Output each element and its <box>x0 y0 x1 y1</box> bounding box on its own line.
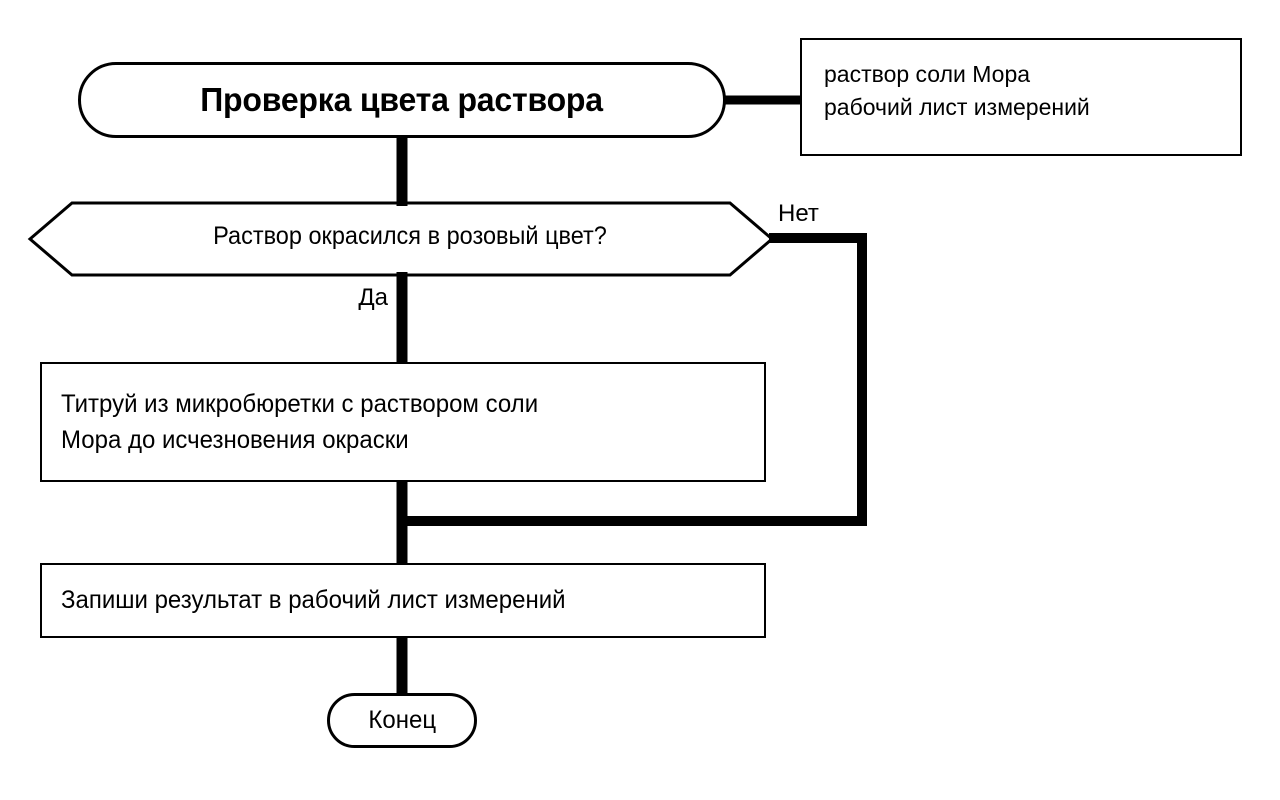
process-titrate-line-1: Титруй из микробюретки с раствором соли <box>61 390 539 418</box>
node-process-record[interactable]: Запиши результат в рабочий лист измерени… <box>40 563 766 638</box>
node-process-titrate[interactable]: Титруй из микробюретки с раствором соли … <box>40 362 766 482</box>
edge-label-yes: Да <box>358 284 388 311</box>
node-start-label: Проверка цвета раствора <box>200 80 604 118</box>
process-record-label: Запиши результат в рабочий лист измерени… <box>61 586 566 615</box>
node-end[interactable]: Конец <box>327 693 477 748</box>
node-end-label: Конец <box>368 706 436 734</box>
process-titrate-line-2: Мора до исчезновения окраски <box>61 426 409 455</box>
node-decision-label[interactable]: Раствор окрасился в розовый цвет? <box>213 222 607 250</box>
node-materials-note[interactable]: раствор соли Мора рабочий лист измерений <box>800 38 1242 156</box>
note-line-1: раствор соли Мора <box>824 61 1031 87</box>
note-line-2: рабочий лист измерений <box>824 93 1090 120</box>
connector-decision-no-bypass <box>402 233 867 526</box>
node-start[interactable]: Проверка цвета раствора <box>78 62 726 138</box>
edge-label-no: Нет <box>778 200 819 227</box>
